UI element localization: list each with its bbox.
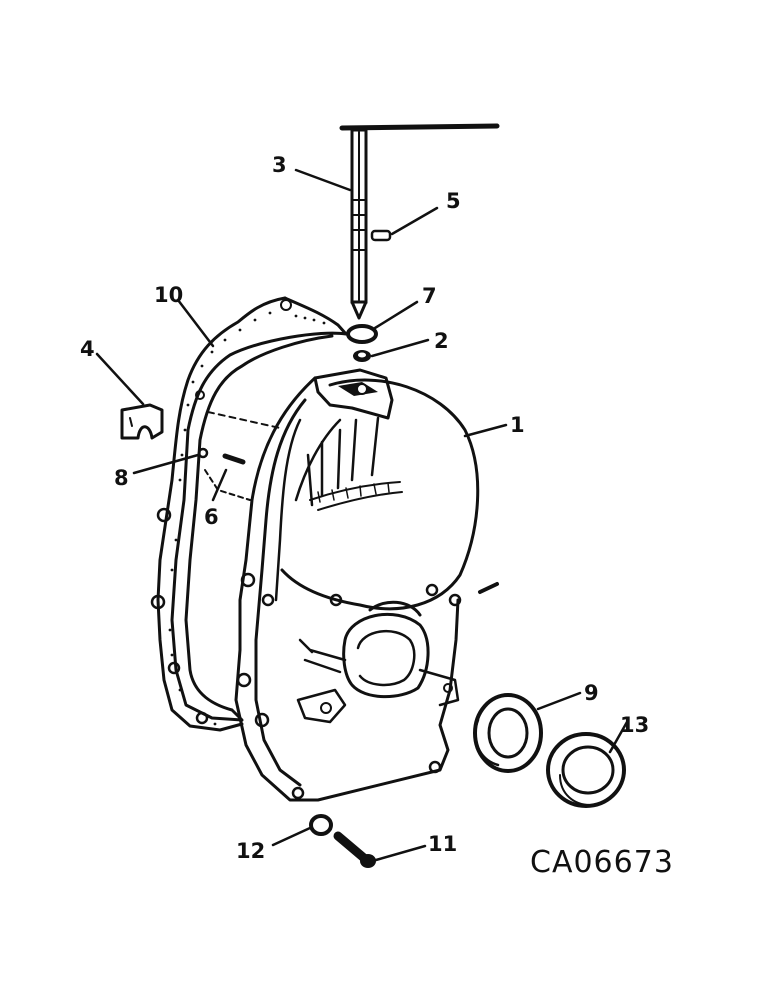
callout-2: 2 bbox=[434, 329, 449, 353]
part-3-shift-rod bbox=[339, 123, 500, 320]
part-8-dowel bbox=[197, 447, 209, 459]
callout-6: 6 bbox=[204, 505, 219, 529]
callout-1: 1 bbox=[510, 413, 525, 437]
callout-4: 4 bbox=[80, 337, 95, 361]
callout-8: 8 bbox=[114, 466, 129, 490]
part-12-washer bbox=[309, 814, 333, 836]
callout-13: 13 bbox=[620, 713, 649, 737]
part-1-housing bbox=[234, 368, 499, 802]
callout-11: 11 bbox=[428, 832, 457, 856]
part-13-seal bbox=[546, 732, 626, 808]
part-4-fork bbox=[120, 403, 164, 440]
part-7-washer bbox=[346, 324, 378, 344]
callouts: 1 2 3 4 5 6 7 8 9 10 11 12 13 bbox=[80, 153, 649, 863]
part-10-gasket bbox=[150, 296, 348, 732]
callout-7: 7 bbox=[422, 284, 437, 308]
diagram-code: CA06673 bbox=[530, 845, 674, 880]
part-5-pin bbox=[370, 229, 392, 242]
callout-5: 5 bbox=[446, 189, 461, 213]
part-11-bolt bbox=[333, 831, 376, 868]
part-2-bushing bbox=[353, 350, 371, 362]
callout-3: 3 bbox=[272, 153, 287, 177]
callout-12: 12 bbox=[236, 839, 265, 863]
callout-10: 10 bbox=[154, 283, 183, 307]
leader-lines bbox=[95, 168, 629, 862]
part-9-seal bbox=[473, 693, 543, 773]
callout-9: 9 bbox=[584, 681, 599, 705]
